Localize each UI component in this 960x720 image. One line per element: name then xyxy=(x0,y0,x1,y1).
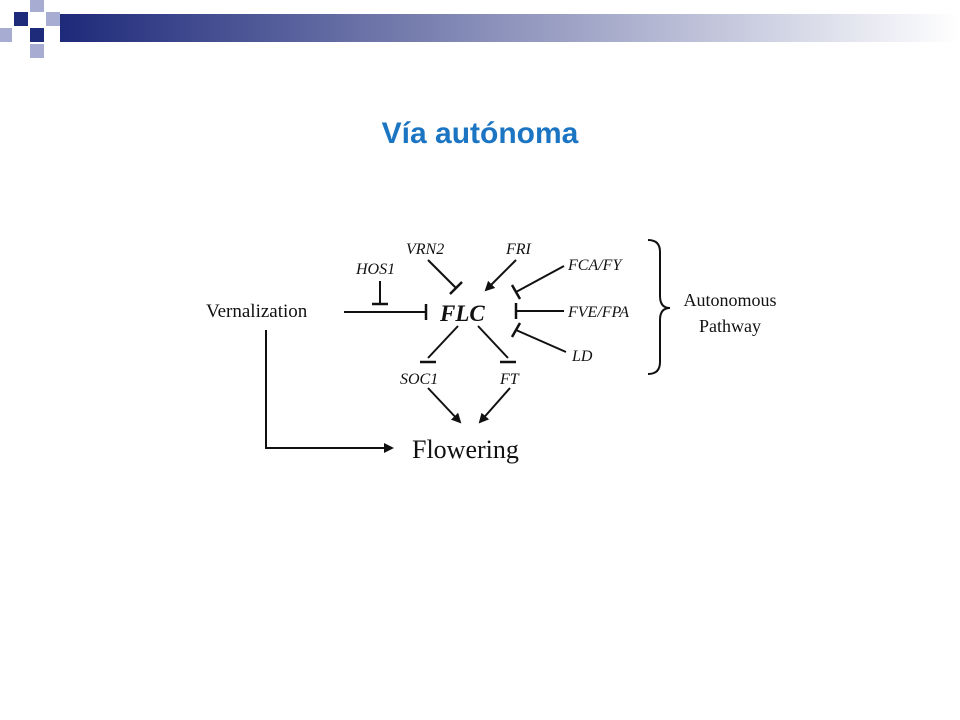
group-label-pathway: Pathway xyxy=(699,316,761,336)
edge-fca-fy-flc xyxy=(515,265,565,293)
edge-ft-flowering xyxy=(478,387,511,424)
inhibit-bar xyxy=(510,322,522,338)
node-soc1: SOC1 xyxy=(400,371,438,388)
edge-flc-ft xyxy=(477,325,509,359)
header-square xyxy=(14,12,28,26)
header-gradient-bar xyxy=(60,14,960,42)
node-flowering: Flowering xyxy=(412,435,519,464)
node-fca-fy: FCA/FY xyxy=(567,257,623,274)
header-square xyxy=(30,28,44,42)
node-fve-fpa: FVE/FPA xyxy=(567,304,629,321)
edge-fri-flc xyxy=(484,259,517,292)
node-flc: FLC xyxy=(439,301,485,326)
node-vernalization: Vernalization xyxy=(206,301,308,322)
header-square xyxy=(30,44,44,58)
inhibit-bar xyxy=(449,281,463,295)
group-label-autonomous: Autonomous xyxy=(683,290,776,310)
node-vrn2: VRN2 xyxy=(406,241,444,258)
node-ft: FT xyxy=(499,371,520,388)
edge-vrn2-flc xyxy=(427,259,457,289)
node-fri: FRI xyxy=(505,241,532,258)
node-ld: LD xyxy=(571,348,593,365)
autonomous-group-brace xyxy=(647,239,671,375)
header-square xyxy=(30,0,44,12)
header-square xyxy=(0,28,12,42)
slide-title: Vía autónoma xyxy=(381,117,579,150)
edge-flc-soc1 xyxy=(427,325,459,359)
header-decoration xyxy=(0,0,960,58)
edge-vernalization-flowering xyxy=(265,330,394,453)
inhibit-bar xyxy=(510,284,522,300)
node-hos1: HOS1 xyxy=(355,261,395,278)
header-square xyxy=(46,12,60,26)
edge-ld-flc xyxy=(515,329,567,353)
edge-soc1-flowering xyxy=(427,387,462,424)
